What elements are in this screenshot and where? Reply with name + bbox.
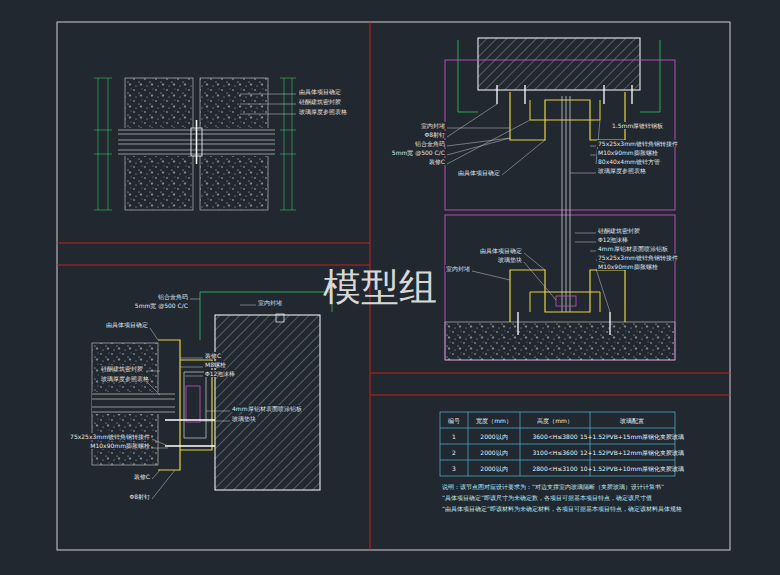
callout-label: 由具体项目确定 [457,169,501,176]
callout-label: 装修C [204,352,222,359]
table-cell: 2000以内 [479,449,508,456]
callout-label: 5mm宽 @500 C/C [391,149,446,156]
callout-label: 硅酮建筑密封胶 [597,227,641,234]
note-text: “具体项目确定”即该尺寸为未确定数，各项目可据基本项目特点，确定该尺寸值 [441,494,653,501]
table-cell: 编号 [447,417,461,424]
callout-label: 室内封堵 [257,299,283,306]
callout-label: 由具体项目确定 [298,88,342,95]
callout-label: 75x25x3mm镀锌角钢转接件 [597,140,679,147]
callout-label: 4mm厚铝材表面喷涂铝板 [597,245,669,252]
callout-label: 铝合金角码 [157,293,189,300]
callout-label: 室内封堵 [445,265,471,272]
callout-label: 装修C [428,158,446,165]
note-text: 说明：该节点图对应设计要求为：“对边支撑室内玻璃隔断（夹胶玻璃）设计计算书” [441,483,665,490]
callout-label: 玻璃厚度参照表格 [597,167,647,174]
table-cell: 3 [451,465,457,472]
callout-label: 硅酮建筑密封胶 [100,365,144,372]
table-cell: 12+1.52PVB+12mm厚钢化夹胶玻璃 [579,449,685,456]
callout-label: Φ12泡沫棒 [204,370,236,377]
callout-label: 由具体项目确定 [105,321,149,328]
callout-label: M10x90mm膨胀螺栓 [597,149,659,156]
callout-label: 玻璃垫块 [231,415,257,422]
callout-label: 由具体项目确定 [479,247,523,254]
callout-label: 75x25x3mm镀锌角钢转接件 [69,433,151,440]
table-cell: 15+1.52PVB+15mm厚钢化夹胶玻璃 [579,433,685,440]
callout-label: 玻璃垫块 [497,256,523,263]
callout-label: 玻璃厚度参照表格 [298,108,348,115]
callout-label: 室内封堵 [420,122,446,129]
callout-label: 1.5mm厚镀锌钢板 [611,122,664,129]
note-text: “由具体项目确定”即该材料为未确定材料，各项目可据基本项目特点，确定该材料具体规… [441,505,683,512]
table-cell: 3600<H≤3800 [531,433,578,440]
watermark: 模型组 [322,266,438,308]
table-cell: 2 [451,449,457,456]
table-cell: 2000以内 [479,433,508,440]
callout-label: 4mm厚铝材表面喷涂铝板 [231,405,303,412]
callout-label: Φ8射钉 [423,131,446,138]
callout-label: Φ8射钉 [128,493,151,500]
callout-label: M10x90mm膨胀螺栓 [597,263,659,270]
callout-label: 75x25x3mm镀锌角钢转接件 [597,254,679,261]
callout-label: 5mm宽 @500 C/C [134,302,189,309]
callout-label: 装修C [133,473,151,480]
table-cell: 2000以内 [479,465,508,472]
table-cell: 10+1.52PVB+10mm厚钢化夹胶玻璃 [579,465,685,472]
table-cell: 2800<H≤3100 [531,465,578,472]
callout-label: 玻璃厚度参照表格 [100,375,150,382]
callout-label: Φ12泡沫棒 [597,236,629,243]
callout-label: M8螺栓 [204,361,227,368]
table-cell: 玻璃配置 [619,417,645,424]
table-cell: 高度（mm） [536,417,574,424]
callout-label: 硅酮建筑密封胶 [298,98,342,105]
table-cell: 3100<H≤3600 [531,449,578,456]
table-cell: 1 [451,433,457,440]
table-cell: 宽度（mm） [475,417,513,424]
callout-label: M10x90mm膨胀螺栓 [89,442,151,449]
callout-label: 80x40x4mm镀锌方管 [597,158,661,165]
callout-label: 铝合金角码 [414,140,446,147]
